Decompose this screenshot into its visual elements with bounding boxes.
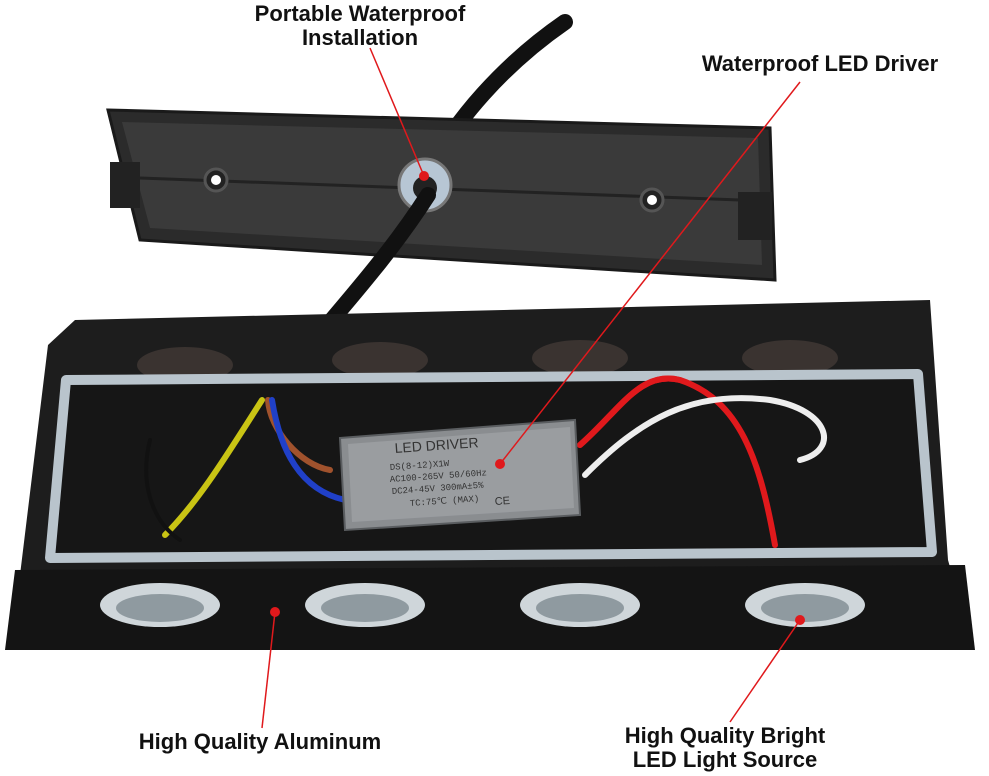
label-bright-led: High Quality Bright LED Light Source xyxy=(590,724,860,772)
label-portable-line2: Installation xyxy=(301,25,419,50)
driver-title: LED DRIVER xyxy=(394,434,479,456)
label-bright-line1: High Quality Bright xyxy=(624,723,826,748)
driver-spec-4: TC:75℃ (MAX) xyxy=(410,494,480,509)
label-portable-waterproof: Portable Waterproof Installation xyxy=(225,2,495,50)
label-aluminum-text: High Quality Aluminum xyxy=(138,729,382,754)
annotations xyxy=(261,47,805,729)
led-lens-row xyxy=(100,583,865,627)
led-driver-box: LED DRIVER DS(8-12)X1W AC100-265V 50/60H… xyxy=(338,418,582,532)
driver-marks: CE xyxy=(494,495,510,508)
label-aluminum: High Quality Aluminum xyxy=(105,730,415,754)
wires xyxy=(144,375,827,548)
label-driver-text: Waterproof LED Driver xyxy=(701,51,939,76)
label-portable-line1: Portable Waterproof xyxy=(254,1,466,26)
driver-spec-1: DS(8-12)X1W xyxy=(390,459,451,473)
waterproof-gasket xyxy=(45,369,937,563)
label-led-driver: Waterproof LED Driver xyxy=(670,52,970,76)
label-bright-line2: LED Light Source xyxy=(632,747,818,772)
back-plate xyxy=(106,108,777,282)
